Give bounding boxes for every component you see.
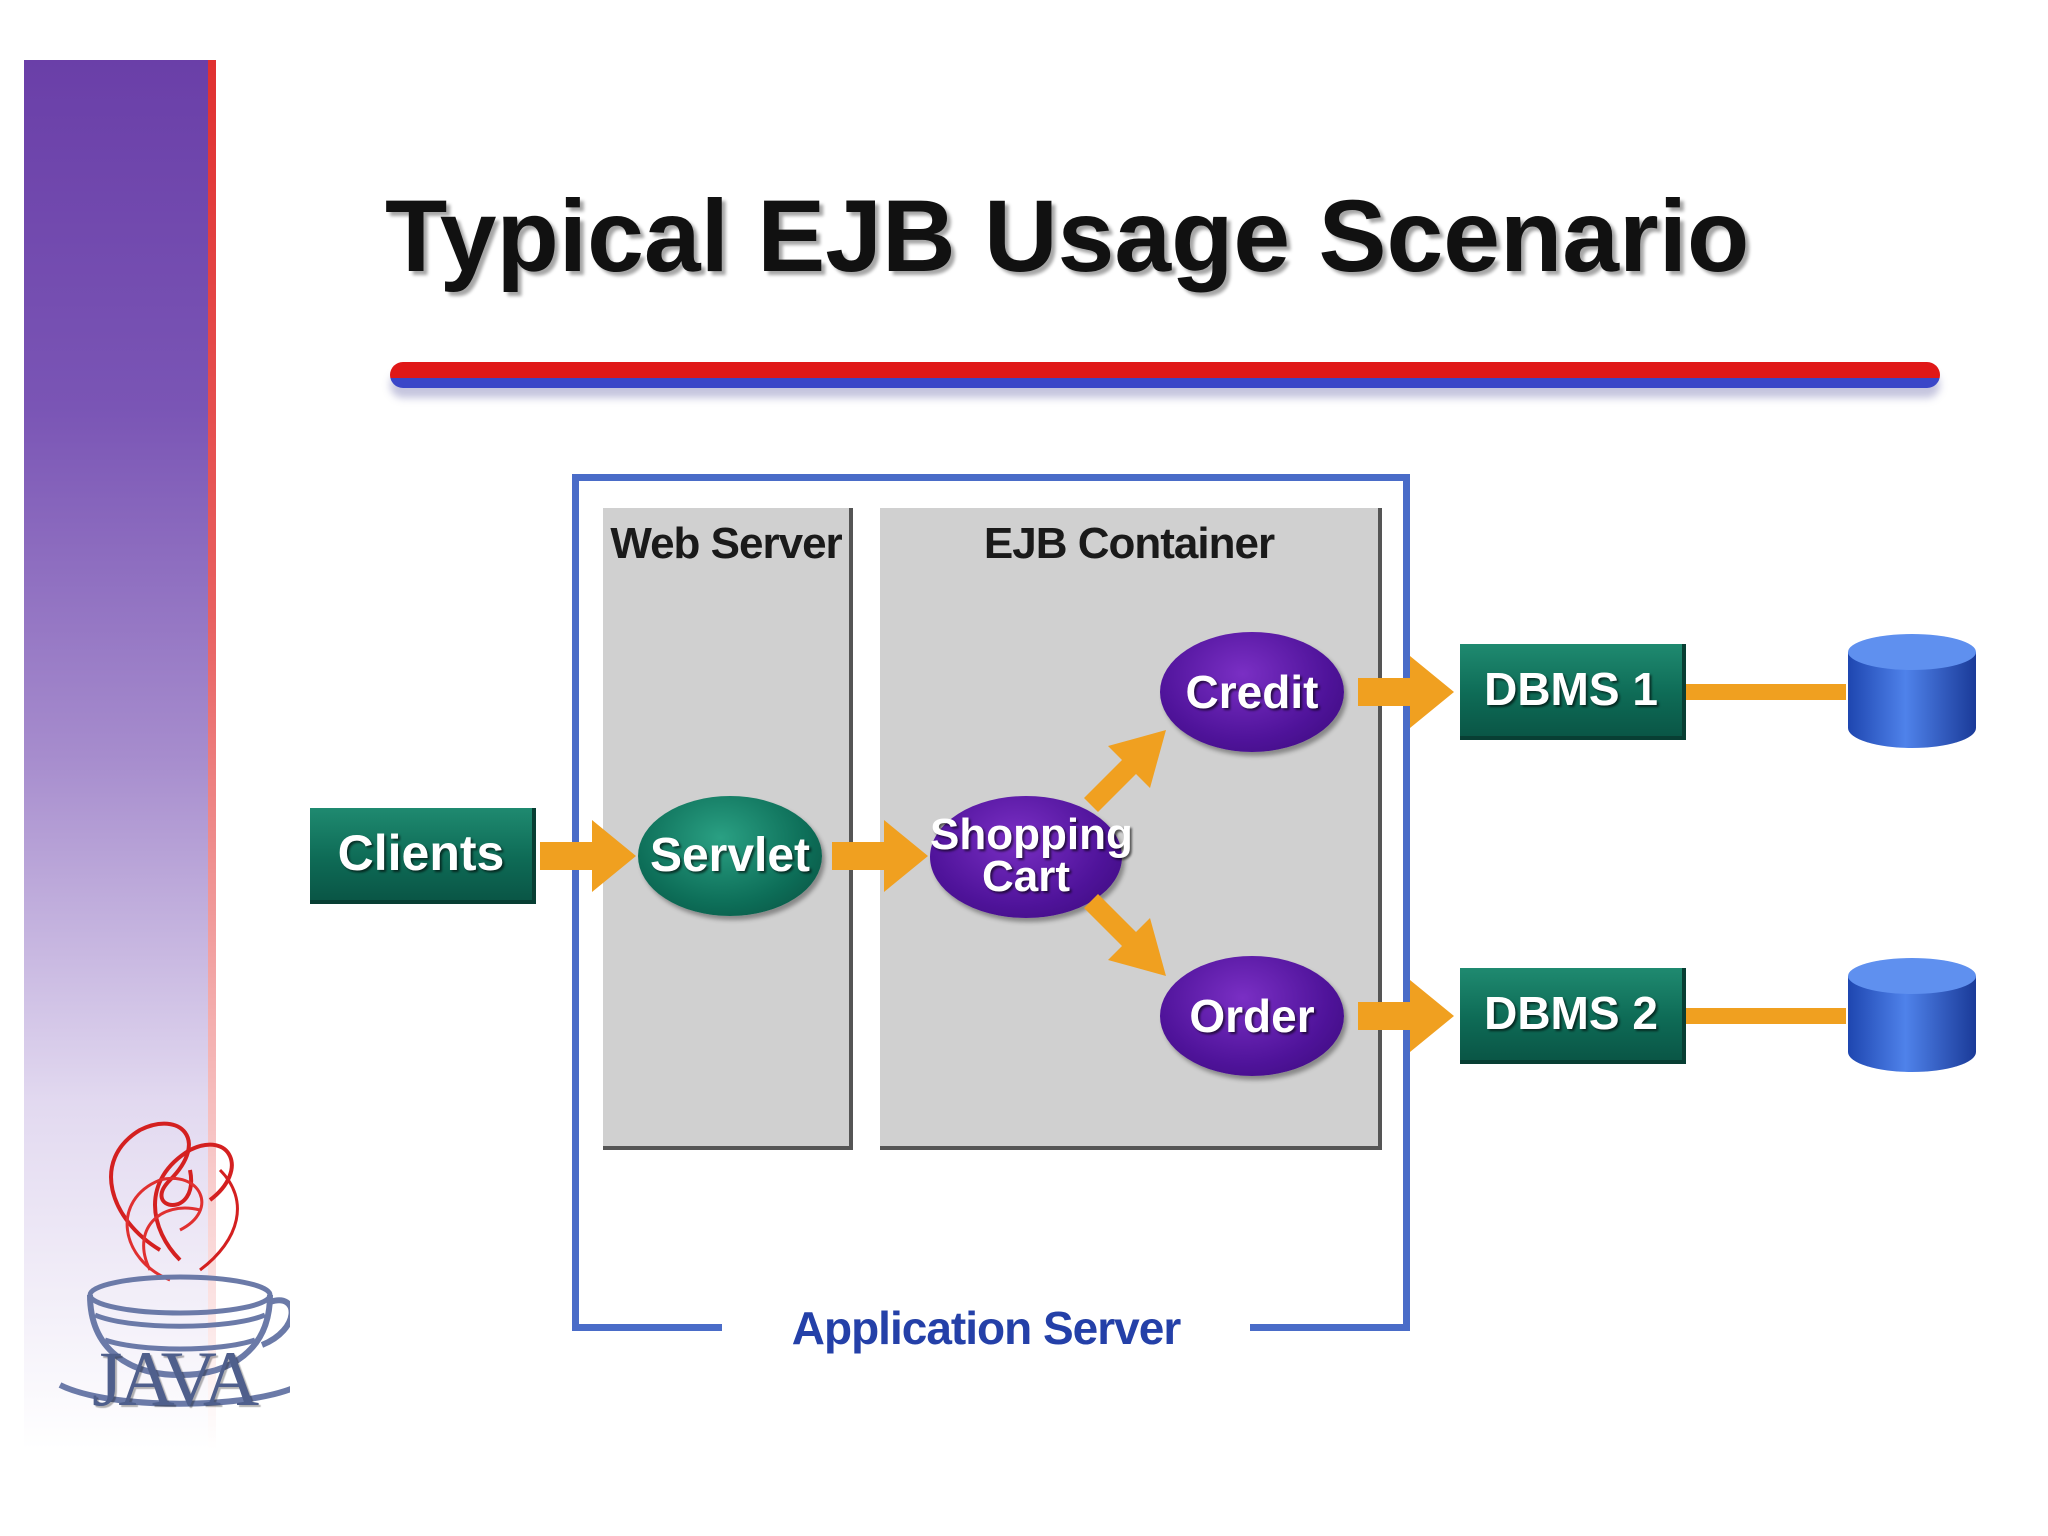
java-wordmark: JAVA bbox=[92, 1335, 259, 1422]
arrow-order-to-dbms2 bbox=[1358, 980, 1454, 1052]
application-server-frame-bottom-right bbox=[1250, 1324, 1403, 1331]
arrow-credit-to-dbms1 bbox=[1358, 656, 1454, 728]
arrow-clients-to-servlet bbox=[540, 820, 636, 892]
java-coffee-cup-icon bbox=[58, 1121, 290, 1407]
dbms1-box: DBMS 1 bbox=[1460, 644, 1686, 740]
database-icon bbox=[1848, 634, 1976, 748]
arrow-servlet-to-cart bbox=[832, 820, 928, 892]
ejb-container-label: EJB Container bbox=[983, 519, 1275, 568]
slide-title: Typical EJB Usage Scenario bbox=[385, 179, 1750, 293]
application-server-frame-bottom-left bbox=[572, 1324, 722, 1331]
title-rule bbox=[390, 362, 1940, 388]
shopping-cart-node: Shopping Cart bbox=[930, 796, 1133, 918]
application-server-label: Application Server bbox=[791, 1302, 1181, 1354]
web-server-label: Web Server bbox=[610, 519, 842, 568]
order-node: Order bbox=[1160, 956, 1344, 1076]
clients-box: Clients bbox=[310, 808, 536, 904]
arrow-cart-to-order bbox=[1084, 894, 1166, 976]
dbms2-box: DBMS 2 bbox=[1460, 968, 1686, 1064]
database-icon bbox=[1848, 958, 1976, 1072]
dbms2-connector-line bbox=[1686, 1008, 1846, 1024]
application-server-frame bbox=[572, 474, 1410, 1331]
shopping-cart-label-line1: Shopping bbox=[930, 810, 1133, 859]
dbms1-connector-line bbox=[1686, 684, 1846, 700]
servlet-node: Servlet bbox=[638, 796, 822, 916]
shopping-cart-label-line2: Cart bbox=[981, 852, 1071, 901]
arrow-cart-to-credit bbox=[1084, 730, 1166, 812]
credit-node: Credit bbox=[1160, 632, 1344, 752]
left-band-red-edge bbox=[208, 60, 216, 1450]
left-decorative-band bbox=[24, 60, 214, 1450]
